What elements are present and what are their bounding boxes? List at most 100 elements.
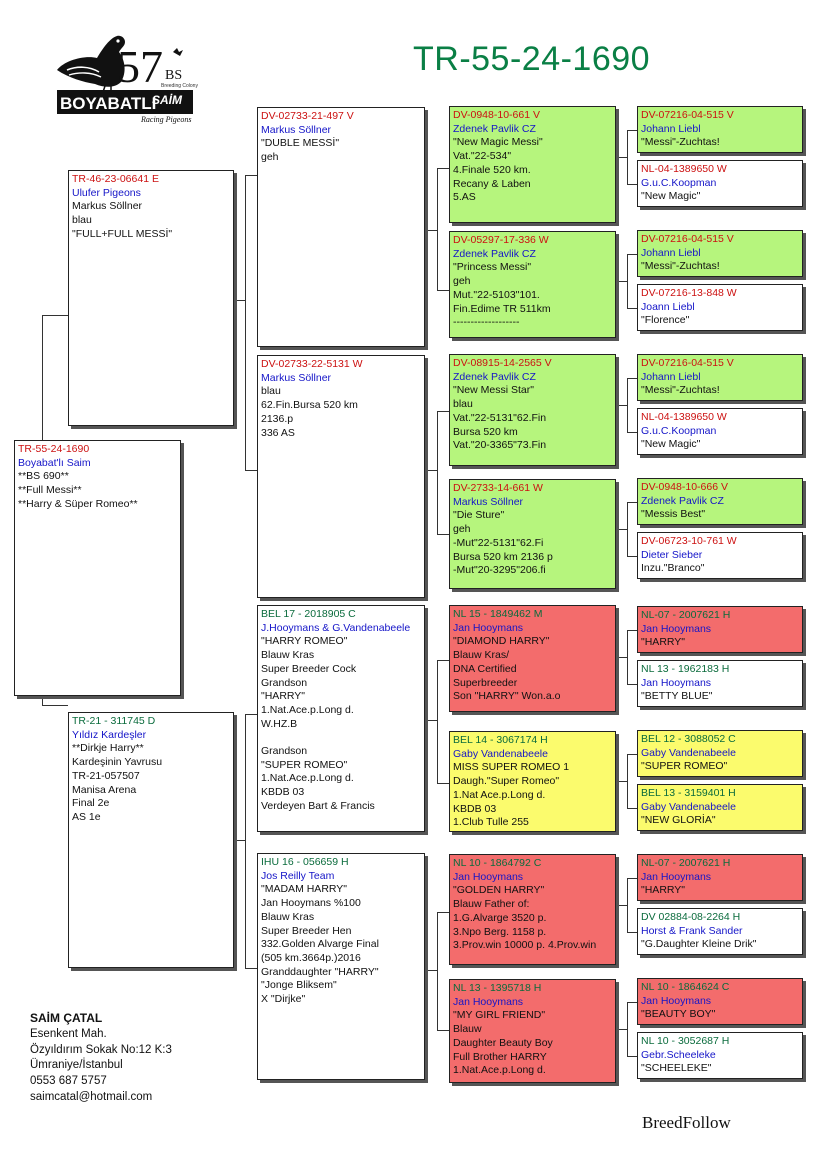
owner-name: Zdenek Pavlik CZ — [453, 247, 536, 260]
owner-name: Gaby Vandenabeele — [453, 747, 548, 760]
ring-number: TR-46-23-06641 E — [72, 173, 159, 185]
owner-name: Zdenek Pavlik CZ — [453, 122, 536, 135]
owner-name: Gaby Vandenabeele — [641, 746, 736, 759]
contact-email[interactable]: saimcatal@hotmail.com — [30, 1090, 153, 1103]
info-line: Final 2e — [72, 797, 110, 810]
connector-line — [627, 807, 637, 809]
info-line: Kardeşinin Yavrusu — [72, 756, 163, 769]
ring-number: DV-0948-10-661 V — [453, 109, 540, 121]
info-line: Mut."22-5103"101. — [453, 288, 540, 301]
connector-line — [627, 629, 637, 631]
info-line: "DUBLE MESSİ" — [261, 137, 340, 150]
info-line: "New Magic Messi" — [453, 136, 543, 149]
ring-number: DV-0948-10-666 V — [641, 481, 728, 493]
info-line: Vat."22-5131"62.Fin — [453, 411, 547, 424]
info-line: "New Magic" — [641, 190, 701, 203]
connector-line — [234, 300, 245, 301]
svg-text:BS: BS — [165, 68, 182, 83]
ring-number: DV-07216-04-515 V — [641, 233, 734, 245]
connector-line — [627, 629, 628, 685]
info-line: Super Breeder Hen — [261, 924, 352, 937]
owner-name: Boyabat'lı Saim — [18, 456, 91, 469]
connector-line — [437, 411, 449, 412]
connector-line — [245, 175, 246, 471]
info-line: 62.Fin.Bursa 520 km — [261, 399, 358, 412]
info-line: Superbreeder — [453, 676, 518, 689]
connector-line — [616, 656, 627, 658]
owner-name: Johann Liebl — [641, 246, 701, 259]
connector-line — [437, 1030, 449, 1031]
connector-line — [627, 555, 637, 557]
info-line: "HARRY ROMEO" — [261, 635, 348, 648]
info-line: "New Messi Star" — [453, 384, 534, 397]
owner-name: Johann Liebl — [641, 370, 701, 383]
ring-number: TR-55-24-1690 — [18, 443, 90, 455]
connector-line — [627, 753, 628, 809]
info-line: Daughter Beauty Boy — [453, 1036, 553, 1049]
connector-line — [627, 377, 628, 433]
contact-address-3: Ümraniye/İstanbul — [30, 1059, 123, 1072]
connector-line — [437, 168, 438, 291]
ring-number: DV-07216-13-848 W — [641, 287, 737, 299]
owner-name: Markus Söllner — [261, 371, 332, 384]
info-line: "Messi"-Zuchtas! — [641, 136, 720, 149]
connector-line — [437, 290, 449, 291]
info-line: "BEAUTY BOY" — [641, 1008, 716, 1021]
connector-line — [42, 705, 68, 706]
info-line: "SUPER ROMEO" — [261, 758, 348, 771]
owner-name: Joann Liebl — [641, 300, 695, 313]
connector-line — [437, 534, 449, 535]
info-line: DNA Certified — [453, 662, 517, 675]
connector-line — [437, 660, 438, 784]
pigeon-logo-icon: 57 BS Breeding Colony BOYABATLI SAİM Rac… — [57, 35, 198, 124]
info-line — [261, 731, 421, 745]
info-line: Manisa Arena — [72, 783, 137, 796]
info-line: **Full Messi** — [18, 484, 82, 497]
contact-phone: 0553 687 5757 — [30, 1075, 107, 1088]
info-line: X "Dirjke" — [261, 993, 306, 1006]
owner-name: Johann Liebl — [641, 122, 701, 135]
info-line: geh — [453, 275, 471, 288]
owner-name: Yıldız Kardeşler — [72, 728, 147, 741]
info-line: "MADAM HARRY" — [261, 883, 348, 896]
connector-line — [616, 904, 627, 906]
owner-name: Zdenek Pavlik CZ — [641, 494, 724, 507]
info-line: geh — [261, 151, 279, 164]
connector-line — [245, 714, 246, 969]
contact-block: SAİM ÇATAL Esenkent Mah. Özyıldırım Soka… — [30, 1011, 172, 1106]
info-line: Grandson — [261, 745, 308, 758]
connector-line — [245, 714, 257, 715]
info-line: Super Breeder Cock — [261, 662, 357, 675]
